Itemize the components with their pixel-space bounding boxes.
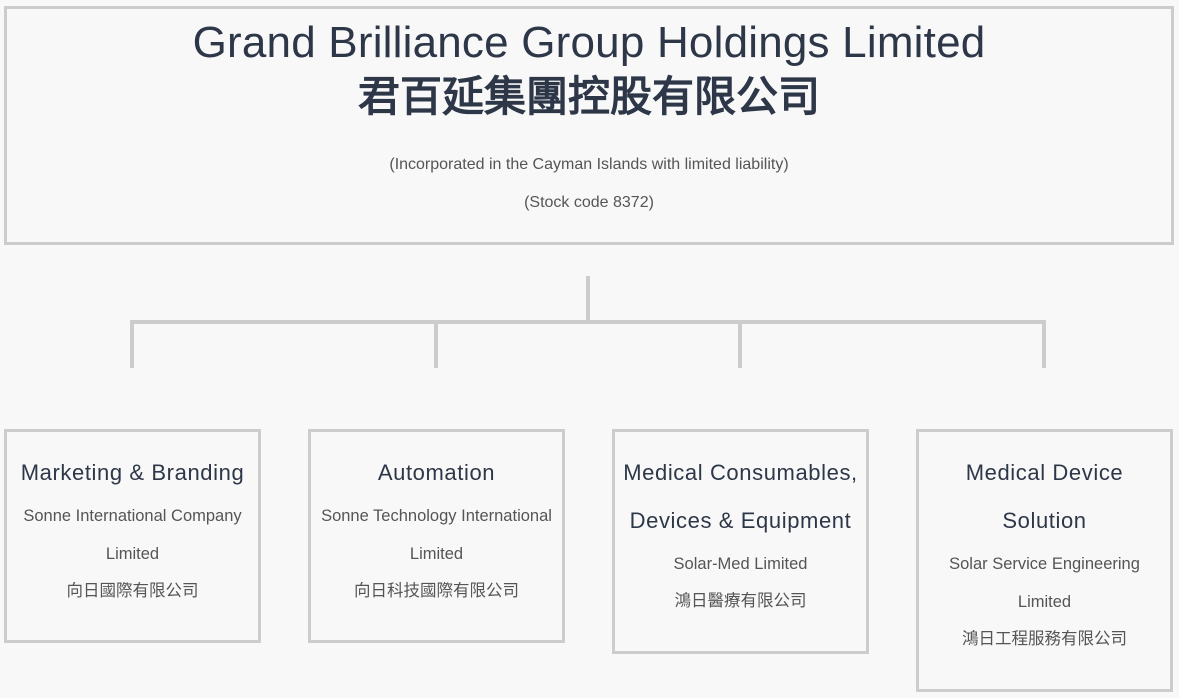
incorporation-note: (Incorporated in the Cayman Islands with… — [389, 156, 789, 173]
segment-title: Marketing & Branding — [20, 460, 245, 485]
connector-drop-3 — [738, 320, 742, 368]
connector-drop-1 — [130, 320, 134, 368]
stock-code-note: (Stock code 8372) — [524, 194, 654, 211]
connector-trunk — [586, 276, 590, 320]
segment-title: Medical Consumables, Devices & Equipment — [623, 460, 858, 533]
segment-box-automation: Automation Sonne Technology Internationa… — [308, 429, 565, 643]
connector-drop-4 — [1042, 320, 1046, 368]
segment-company-en: Solar Service Engineering Limited — [949, 555, 1140, 611]
segment-company-zh: 向日科技國際有限公司 — [354, 581, 519, 600]
segment-company-en: Sonne International Company Limited — [23, 507, 242, 563]
segment-company-zh: 鴻日工程服務有限公司 — [962, 629, 1127, 648]
parent-name-en: Grand Brilliance Group Holdings Limited — [192, 18, 986, 67]
segment-box-medical-consumables: Medical Consumables, Devices & Equipment… — [612, 429, 869, 654]
segment-company-en: Sonne Technology International Limited — [321, 507, 552, 563]
segment-title: Medical Device Solution — [965, 460, 1124, 533]
segment-box-medical-device: Medical Device Solution Solar Service En… — [916, 429, 1173, 692]
parent-company-box: Grand Brilliance Group Holdings Limited … — [4, 6, 1174, 245]
segment-box-marketing: Marketing & Branding Sonne International… — [4, 429, 261, 643]
segment-title: Automation — [377, 460, 496, 485]
connector-horizontal — [130, 320, 1046, 324]
segment-company-zh: 鴻日醫療有限公司 — [674, 591, 807, 610]
parent-name-zh: 君百延集團控股有限公司 — [357, 72, 820, 121]
connector-drop-2 — [434, 320, 438, 368]
segment-company-zh: 向日國際有限公司 — [66, 581, 199, 600]
segment-company-en: Solar-Med Limited — [673, 555, 808, 573]
